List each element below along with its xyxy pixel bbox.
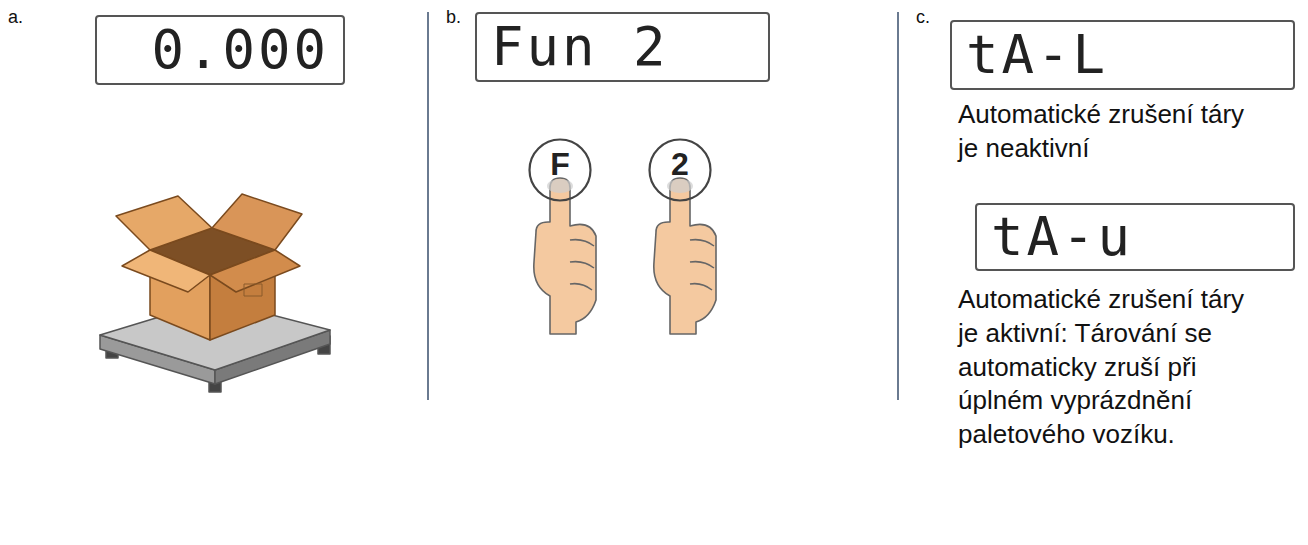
lcd-display: Fun 2 <box>475 12 770 82</box>
lcd-display: tA-L <box>950 20 1295 90</box>
display-reading: Fun 2 <box>491 20 669 74</box>
key-label: F <box>528 148 592 180</box>
divider <box>428 12 898 400</box>
display-reading: 0.000 <box>151 23 329 77</box>
lcd-display: 0.000 <box>95 15 345 85</box>
key-label: 2 <box>648 148 712 180</box>
cardboard-box <box>116 194 302 340</box>
lcd-display: tA-u <box>975 203 1295 271</box>
description: Automatické zrušení táry je neaktivní <box>958 98 1263 166</box>
display-reading: tA-u <box>991 210 1133 264</box>
display-reading: tA-L <box>966 28 1108 82</box>
description: Automatické zrušení táry je aktivní: Tár… <box>958 283 1263 452</box>
panel-letter: b. <box>446 6 506 29</box>
key-button: F <box>528 138 592 202</box>
panel-letter: c. <box>916 6 976 29</box>
key-button: 2 <box>648 138 712 202</box>
panel-letter: a. <box>8 6 68 29</box>
